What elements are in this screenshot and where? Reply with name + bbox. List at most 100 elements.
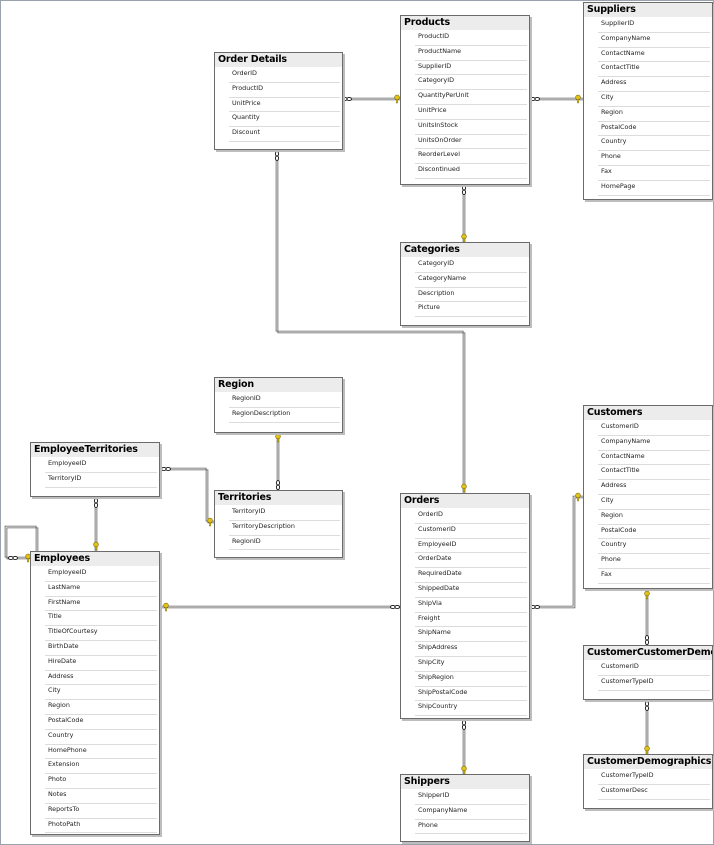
column-row[interactable]: Phone <box>598 554 710 569</box>
column-row[interactable]: HireDate <box>45 656 157 671</box>
relationship-customers-customer-customer-demo[interactable] <box>644 588 650 648</box>
relationship-employee-territories-employees[interactable] <box>93 496 99 554</box>
column-row[interactable]: Phone <box>415 820 527 835</box>
column-row[interactable]: HomePhone <box>45 745 157 760</box>
column-row[interactable]: Address <box>598 77 710 92</box>
column-row[interactable]: Title <box>45 611 157 627</box>
column-row[interactable]: ShipName <box>415 627 527 643</box>
column-row[interactable]: ShipAddress <box>415 642 527 657</box>
column-row[interactable]: ShipVia <box>415 598 527 613</box>
column-row[interactable]: Country <box>598 136 710 152</box>
table-title[interactable]: Suppliers <box>584 3 712 18</box>
table-title[interactable]: Categories <box>401 243 529 258</box>
column-row[interactable]: FirstName <box>45 597 157 612</box>
relationship-orders-employees[interactable] <box>159 602 403 612</box>
column-row[interactable]: CustomerTypeID <box>598 676 710 691</box>
column-row[interactable]: ProductID <box>229 83 340 98</box>
column-row[interactable]: Fax <box>598 569 710 584</box>
column-row[interactable]: CategoryID <box>415 258 527 273</box>
column-row[interactable]: Country <box>598 539 710 555</box>
column-row[interactable]: ShipperID <box>415 790 527 805</box>
column-row[interactable]: Notes <box>45 789 157 804</box>
column-row[interactable]: ShipPostalCode <box>415 687 527 702</box>
table-title[interactable]: Region <box>215 378 342 393</box>
relationship-products-categories[interactable] <box>461 184 467 245</box>
column-row[interactable]: PostalCode <box>45 715 157 730</box>
column-row[interactable]: CategoryID <box>415 75 527 91</box>
relationship-order-details-orders[interactable] <box>274 149 467 496</box>
table-title[interactable]: Employees <box>31 552 159 567</box>
relationship-employee-territories-territories[interactable] <box>159 466 217 527</box>
column-row[interactable]: ContactName <box>598 48 710 63</box>
column-row[interactable]: RequiredDate <box>415 568 527 583</box>
relationship-orders-customers[interactable] <box>528 492 586 610</box>
relationship-customer-customer-demo-customer-demographics[interactable] <box>644 699 650 757</box>
column-row[interactable]: Discount <box>229 127 340 142</box>
column-row[interactable]: OrderID <box>229 68 340 83</box>
column-row[interactable]: QuantityPerUnit <box>415 90 527 105</box>
column-row[interactable]: LastName <box>45 582 157 597</box>
relationship-order-details-products[interactable] <box>341 94 403 104</box>
column-row[interactable]: Country <box>45 730 157 745</box>
column-row[interactable]: RegionID <box>229 393 340 408</box>
column-row[interactable]: CustomerID <box>598 661 710 676</box>
column-row[interactable]: Region <box>598 510 710 525</box>
table-title[interactable]: CustomerDemographics <box>584 755 712 770</box>
column-row[interactable]: PostalCode <box>598 122 710 137</box>
table-title[interactable]: Territories <box>215 491 342 506</box>
table-title[interactable]: Customers <box>584 406 712 421</box>
column-row[interactable]: CustomerDesc <box>598 785 710 800</box>
relationship-products-suppliers[interactable] <box>528 94 586 104</box>
column-row[interactable]: ShipCity <box>415 657 527 672</box>
column-row[interactable]: Photo <box>45 774 157 789</box>
column-row[interactable]: PostalCode <box>598 525 710 540</box>
column-row[interactable]: ShippedDate <box>415 583 527 598</box>
column-row[interactable]: TerritoryID <box>229 506 340 521</box>
column-row[interactable]: EmployeeID <box>415 539 527 554</box>
table-title[interactable]: Orders <box>401 494 529 509</box>
table-title[interactable]: EmployeeTerritories <box>31 443 159 458</box>
column-row[interactable]: SupplierID <box>598 18 710 33</box>
column-row[interactable]: City <box>45 685 157 701</box>
column-row[interactable]: CompanyName <box>415 805 527 820</box>
table-title[interactable]: Shippers <box>401 775 529 790</box>
column-row[interactable]: Region <box>45 700 157 715</box>
column-row[interactable]: EmployeeID <box>45 458 157 473</box>
column-row[interactable]: ShipRegion <box>415 672 527 687</box>
column-row[interactable]: CustomerTypeID <box>598 770 710 785</box>
column-row[interactable]: Address <box>598 480 710 495</box>
relationship-region-territories[interactable] <box>275 432 281 493</box>
column-row[interactable]: Extension <box>45 759 157 775</box>
column-row[interactable]: Picture <box>415 302 527 318</box>
column-row[interactable]: TerritoryID <box>45 473 157 488</box>
column-row[interactable]: CompanyName <box>598 436 710 451</box>
column-row[interactable]: Fax <box>598 166 710 181</box>
column-row[interactable]: SupplierID <box>415 61 527 76</box>
column-row[interactable]: TitleOfCourtesy <box>45 626 157 641</box>
column-row[interactable]: TerritoryDescription <box>229 521 340 536</box>
column-row[interactable]: CategoryName <box>415 273 527 288</box>
column-row[interactable]: OrderDate <box>415 553 527 569</box>
column-row[interactable]: ShipCountry <box>415 701 527 717</box>
column-row[interactable]: City <box>598 92 710 107</box>
column-row[interactable]: RegionDescription <box>229 408 340 423</box>
column-row[interactable]: Region <box>598 107 710 122</box>
column-row[interactable]: City <box>598 495 710 510</box>
column-row[interactable]: Address <box>45 671 157 686</box>
column-row[interactable]: Freight <box>415 613 527 628</box>
column-row[interactable]: ProductID <box>415 31 527 46</box>
column-row[interactable]: ReportsTo <box>45 804 157 819</box>
table-title[interactable]: Products <box>401 16 529 31</box>
column-row[interactable]: CustomerID <box>415 524 527 539</box>
column-row[interactable]: Discontinued <box>415 164 527 179</box>
column-row[interactable]: Description <box>415 288 527 303</box>
